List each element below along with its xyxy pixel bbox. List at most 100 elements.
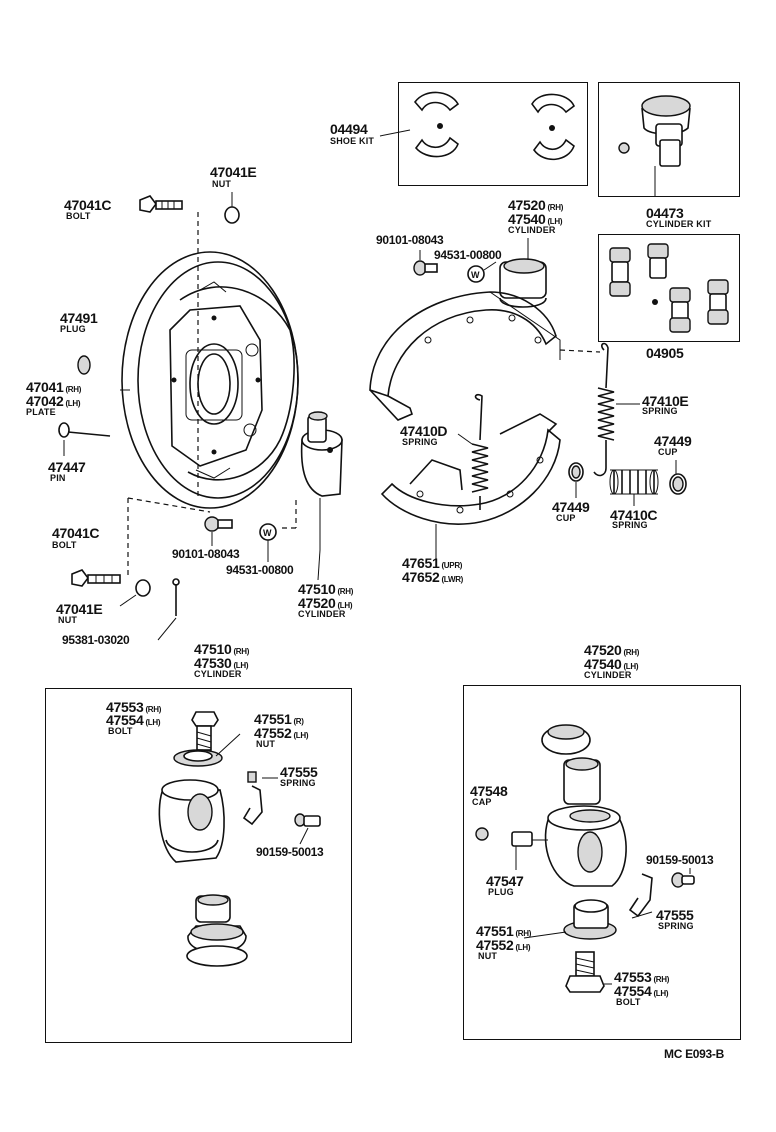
detail-right-title-2: 47540(LH) — [584, 656, 639, 672]
detail-left-nut-name: NUT — [256, 739, 276, 749]
plug-number: 47491 — [60, 310, 98, 326]
detail-left-bolt-name: BOLT — [108, 726, 133, 736]
shoe-kit-number: 04494 — [330, 121, 368, 137]
plate-number-2: 47042(LH) — [26, 393, 81, 409]
shoe-number-1: 47651(UPR) — [402, 555, 463, 571]
spring-e-number: 47410E — [642, 393, 689, 409]
washer-bolt-top-number: 90101-08043 — [376, 233, 444, 247]
shoe-kit-box — [398, 82, 588, 186]
cup-right-name: CUP — [658, 447, 678, 457]
bolt-bottom-artwork — [71, 569, 121, 587]
shoe-number-2: 47652(LWR) — [402, 569, 464, 585]
upper-shoe-artwork — [369, 291, 601, 421]
plug-name: PLUG — [60, 324, 86, 334]
washer-top-artwork: W — [467, 261, 497, 283]
plate-name: PLATE — [26, 407, 56, 417]
detail-right-nut-2: 47552(LH) — [476, 937, 531, 953]
spring-e-name: SPRING — [642, 406, 678, 416]
spring-e-artwork — [593, 342, 640, 477]
cylinder-rear-name: CYLINDER — [508, 225, 556, 235]
detail-right-nut-1: 47551(RH) — [476, 923, 532, 939]
detail-left-title-1: 47510(RH) — [194, 641, 250, 657]
cup-right-number: 47449 — [654, 433, 692, 449]
cup-right-artwork — [669, 460, 687, 495]
detail-right-bolt-1: 47553(RH) — [614, 969, 670, 985]
shoe-kit-artwork — [379, 91, 575, 161]
bolt-top-artwork — [139, 195, 183, 213]
cylinder-kit-box — [598, 82, 740, 197]
detail-left-bolt-1: 47553(RH) — [106, 699, 162, 715]
backing-plate-artwork — [120, 212, 299, 578]
detail-left-spring-name: SPRING — [280, 778, 316, 788]
cylinder-kit-number: 04473 — [646, 205, 684, 221]
pin-artwork — [58, 422, 111, 456]
detail-left-name: CYLINDER — [194, 669, 242, 679]
detail-right-cap-name: CAP — [472, 797, 492, 807]
nut-bottom-artwork — [119, 579, 151, 607]
detail-right-cap-number: 47548 — [470, 783, 508, 799]
detail-right-nut-name: NUT — [478, 951, 498, 961]
spring-d-number: 47410D — [400, 423, 448, 439]
cylinder-front-artwork — [300, 411, 343, 581]
detail-left-artwork — [158, 711, 321, 967]
cylinder-kit-artwork — [618, 95, 691, 196]
bolt-bottom-name: BOLT — [52, 540, 77, 550]
detail-right-name: CYLINDER — [584, 670, 632, 680]
bolt-top-name: BOLT — [66, 211, 91, 221]
washer-bolt-top-artwork — [413, 250, 438, 276]
spring-d-name: SPRING — [402, 437, 438, 447]
cotter-number: 95381-03020 — [62, 633, 130, 647]
detail-left-spring-number: 47555 — [280, 764, 318, 780]
detail-right-artwork — [475, 724, 695, 993]
nut-top-name: NUT — [212, 179, 232, 189]
detail-right-bolt-2: 47554(LH) — [614, 983, 669, 999]
washer-top-number: 94531-00800 — [434, 248, 502, 262]
spring-c-artwork — [609, 469, 659, 506]
cylinder-kit-2-artwork — [609, 243, 729, 333]
cylinder-front-number-1: 47510(RH) — [298, 581, 354, 597]
cup-left-artwork — [568, 462, 584, 498]
detail-left-title-2: 47530(LH) — [194, 655, 249, 671]
washer-bolt-bottom-number: 90101-08043 — [172, 547, 240, 561]
detail-right-spring-number: 47555 — [656, 907, 694, 923]
washer-bottom-number: 94531-00800 — [226, 563, 294, 577]
nut-bottom-name: NUT — [58, 615, 78, 625]
detail-right-box — [463, 685, 741, 1040]
cylinder-kit-2-box — [598, 234, 740, 342]
bolt-bottom-number: 47041C — [52, 525, 100, 541]
detail-right-bolt-name: BOLT — [616, 997, 641, 1007]
washer-bottom-artwork: W — [259, 523, 277, 562]
detail-left-box — [45, 688, 352, 1043]
pin-name: PIN — [50, 473, 66, 483]
spring-c-number: 47410C — [610, 507, 658, 523]
detail-left-bleeder-number: 90159-50013 — [256, 845, 324, 859]
spring-d-artwork — [457, 393, 489, 510]
bolt-top-number: 47041C — [64, 197, 112, 213]
pin-number: 47447 — [48, 459, 86, 475]
plug-artwork — [77, 355, 91, 375]
spring-c-name: SPRING — [612, 520, 648, 530]
nut-bottom-number: 47041E — [56, 601, 103, 617]
lower-shoe-artwork — [380, 413, 561, 560]
cylinder-kit-name: CYLINDER KIT — [646, 219, 712, 229]
cylinder-front-number-2: 47520(LH) — [298, 595, 353, 611]
svg-text:W: W — [471, 270, 480, 280]
detail-right-plug-name: PLUG — [488, 887, 514, 897]
cylinder-rear-number-2: 47540(LH) — [508, 211, 563, 227]
diagram-code: MC E093-B — [664, 1047, 724, 1061]
cylinder-front-name: CYLINDER — [298, 609, 346, 619]
nut-top-artwork — [224, 192, 240, 224]
cotter-pin-artwork — [157, 578, 180, 641]
nut-top-number: 47041E — [210, 164, 257, 180]
shoe-kit-name: SHOE KIT — [330, 136, 375, 146]
detail-right-plug-number: 47547 — [486, 873, 524, 889]
cylinder-rear-number-1: 47520(RH) — [508, 197, 564, 213]
cylinder-rear-artwork — [499, 238, 547, 308]
plate-number-1: 47041(RH) — [26, 379, 82, 395]
svg-text:W: W — [263, 528, 272, 538]
detail-left-nut-1: 47551(R) — [254, 711, 304, 727]
washer-bolt-bottom-artwork — [204, 516, 233, 546]
cup-left-number: 47449 — [552, 499, 590, 515]
